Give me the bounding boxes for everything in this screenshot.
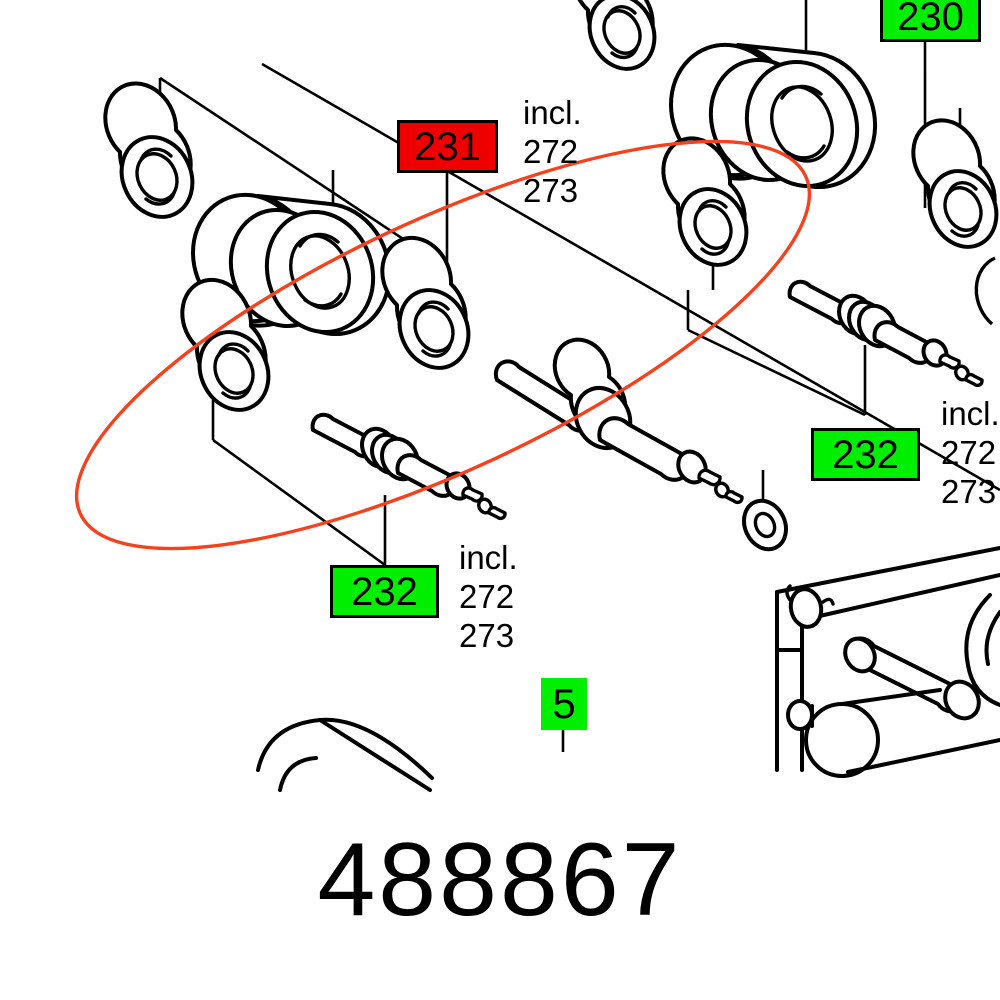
callout-231-label: 231 (414, 124, 481, 169)
callout-5-label: 5 (552, 680, 576, 727)
shaft-part (787, 279, 984, 388)
bearing-part (380, 235, 471, 370)
callout-232-left-label: 232 (351, 569, 418, 614)
callout-231[interactable]: 231 (397, 120, 498, 173)
callout-231-note-line2: 272 (523, 133, 579, 170)
callout-230[interactable]: 230 (880, 0, 981, 42)
gear-housing-part (775, 546, 1000, 778)
callout-232-right[interactable]: 232 (811, 428, 920, 481)
callout-230-label: 230 (897, 0, 964, 39)
bearing-part (103, 81, 195, 219)
bearing-part (180, 277, 271, 412)
part-number: 488867 (317, 822, 683, 938)
bearing-part (974, 256, 996, 326)
washer-part (742, 498, 788, 552)
callout-232-left-note-line1: incl. (459, 539, 518, 576)
shaft-part (493, 337, 744, 505)
callout-232-right-note: incl. 272 273 (941, 394, 1000, 511)
callout-232-right-note-line1: incl. (941, 395, 1000, 432)
callout-232-right-label: 232 (832, 432, 899, 477)
highlight-ellipse (74, 139, 812, 551)
callout-232-left-note: incl. 272 273 (459, 538, 518, 655)
callout-232-left[interactable]: 232 (330, 565, 439, 618)
callout-231-note-line1: incl. (523, 94, 582, 131)
housing-outline-part (256, 717, 434, 792)
callout-232-right-note-line2: 272 (941, 434, 997, 471)
bearing-part (911, 118, 999, 249)
shaft-part (310, 412, 507, 521)
bushing-stack-part (669, 42, 878, 189)
callout-232-left-note-line2: 272 (459, 578, 515, 615)
callout-5[interactable]: 5 (541, 678, 587, 730)
callout-231-note: incl. 272 273 (523, 93, 582, 210)
bearing-part (577, 0, 657, 71)
bearing-part (661, 136, 749, 267)
callout-232-left-note-line3: 273 (459, 617, 515, 654)
callout-232-right-note-line3: 273 (941, 473, 997, 510)
callout-231-note-line3: 273 (523, 172, 579, 209)
